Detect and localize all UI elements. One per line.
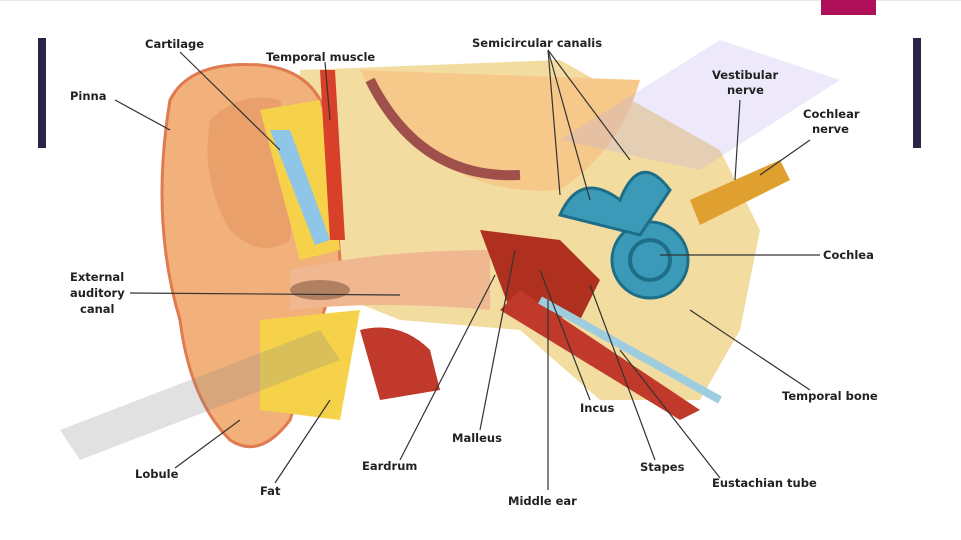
label-malleus: Malleus <box>452 431 502 445</box>
label-semicircular-canalis: Semicircular canalis <box>472 36 602 50</box>
label-external-auditory-canal-1: External <box>70 270 124 284</box>
label-cochlear-nerve-2: nerve <box>812 122 849 136</box>
slide-top-border <box>0 0 961 1</box>
ear-illustration <box>160 60 790 449</box>
label-fat: Fat <box>260 484 281 498</box>
label-eardrum: Eardrum <box>362 459 417 473</box>
label-cochlear-nerve-1: Cochlear <box>803 107 860 121</box>
labels: Cartilage Temporal muscle Semicircular c… <box>70 36 878 508</box>
leader-lines <box>114 49 820 490</box>
label-incus: Incus <box>580 401 614 415</box>
label-eustachian-tube: Eustachian tube <box>712 476 817 490</box>
label-temporal-muscle: Temporal muscle <box>266 50 375 64</box>
label-vestibular-nerve-1: Vestibular <box>712 68 778 82</box>
label-lobule: Lobule <box>135 467 179 481</box>
label-pinna: Pinna <box>70 89 107 103</box>
label-temporal-bone: Temporal bone <box>782 389 878 403</box>
left-side-bar <box>38 38 46 148</box>
label-external-auditory-canal-2: auditory <box>70 286 125 300</box>
label-vestibular-nerve-2: nerve <box>727 83 764 97</box>
label-cartilage: Cartilage <box>145 37 204 51</box>
watermark <box>60 40 840 460</box>
label-middle-ear: Middle ear <box>508 494 577 508</box>
slide-accent-bar <box>821 0 876 15</box>
right-side-bar <box>913 38 921 148</box>
label-stapes: Stapes <box>640 460 685 474</box>
label-external-auditory-canal-3: canal <box>80 302 114 316</box>
label-cochlea: Cochlea <box>823 248 874 262</box>
